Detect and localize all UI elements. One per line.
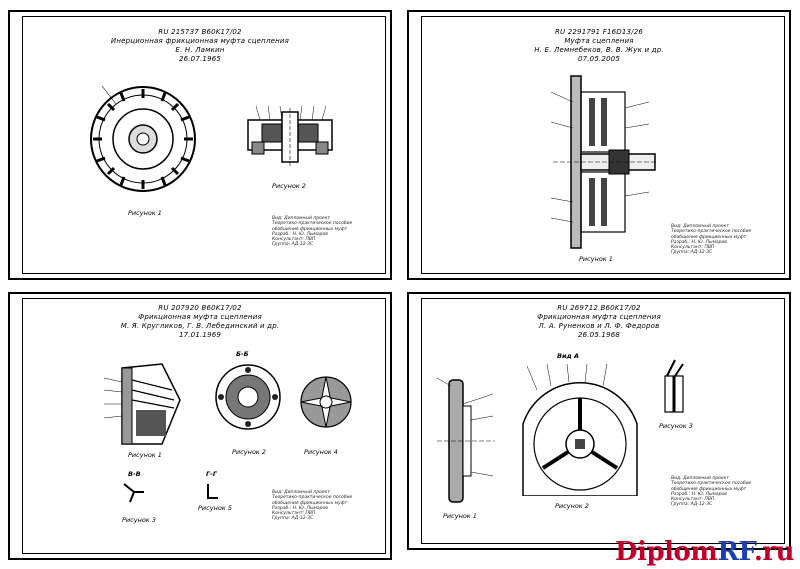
note-line: Группа: АД-12-ЗС — [671, 250, 713, 256]
section-label: Вид А — [557, 352, 580, 360]
figure-caption: Рисунок 5 — [198, 504, 232, 512]
figure-caption: Рисунок 1 — [128, 451, 162, 459]
sheet-header: RU 207920 B60K17/02 Фрикционная муфта сц… — [10, 304, 390, 340]
sheet-frame — [22, 298, 386, 554]
figure-caption: Рисунок 2 — [555, 502, 589, 510]
patent-number: RU 207920 B60K17/02 — [158, 304, 242, 312]
patent-authors: Л. А. Руненков и Л. Ф. Федоров — [538, 322, 660, 330]
sheet-frame — [22, 16, 386, 274]
patent-authors: Н. Е. Лемнебеков, В. В. Жук и др. — [534, 46, 664, 54]
clutch-disc-drawing — [215, 364, 281, 430]
watermark-part: Diplom — [615, 537, 718, 567]
note-line: Разраб.: Н. Ю. Лымаров — [272, 231, 328, 237]
sheet-1: RU 215737 B60K17/02 Инерционная фрикцион… — [8, 10, 392, 280]
clutch-section-drawing — [103, 363, 181, 445]
detail-drawing — [123, 483, 144, 503]
figure-caption: Рисунок 3 — [659, 422, 693, 430]
detail-drawing — [207, 484, 218, 499]
figure-caption: Рисунок 2 — [232, 448, 266, 456]
note-line: Вид: Дипломный проект — [671, 224, 729, 229]
clutch-front-view-drawing — [522, 364, 638, 496]
pressure-plate-drawing — [300, 376, 352, 428]
title-block-note: Вид: Дипломный проект Теоретико-практиче… — [671, 224, 776, 256]
figure-caption: Рисунок 1 — [443, 512, 477, 520]
figure-caption: Рисунок 3 — [122, 516, 156, 524]
patent-date: 07.05.2005 — [577, 55, 621, 63]
site-watermark: DiplomRF.ru — [615, 537, 794, 567]
title-block-note: Вид: Дипломный проект Теоретико-практиче… — [272, 490, 377, 522]
patent-title: Фрикционная муфта сцепления — [537, 313, 661, 321]
patent-authors: М. Я. Кругликов, Г. В. Лебединский и др. — [120, 322, 280, 330]
sheet-4: RU 269712 B60K17/02 Фрикционная муфта сц… — [407, 292, 791, 550]
patent-number: RU 215737 B60K17/02 — [158, 28, 242, 36]
figure-caption: Рисунок 4 — [304, 448, 338, 456]
patent-title: Фрикционная муфта сцепления — [138, 313, 262, 321]
watermark-part: RF — [717, 537, 754, 567]
patent-title: Муфта сцепления — [564, 37, 634, 45]
clutch-section-drawing — [247, 105, 333, 168]
figure-caption: Рисунок 1 — [128, 209, 162, 217]
note-line: Вид: Дипломный проект — [272, 216, 330, 221]
patent-date: 26.05.1968 — [577, 331, 621, 339]
sheet-frame — [421, 298, 785, 544]
note-line: Консультант: ПВП — [671, 497, 715, 503]
note-line: Теоретико-практическое пособие — [671, 481, 752, 487]
patent-date: 17.01.1969 — [178, 331, 222, 339]
note-line: Разраб.: Н. Ю. Лымаров — [671, 491, 727, 497]
sheet-frame — [421, 16, 785, 274]
sheet-3: RU 207920 B60K17/02 Фрикционная муфта сц… — [8, 292, 392, 560]
title-block-note: Вид: Дипломный проект Теоретико-практиче… — [671, 476, 776, 508]
note-line: Теоретико-практическое пособие — [272, 495, 353, 501]
clutch-side-view-drawing — [436, 377, 495, 503]
note-line: Группа: АД-12-ЗС — [272, 242, 314, 248]
sheet-header: RU 2291791 F16D13/26 Муфта сцепления Н. … — [409, 28, 789, 64]
note-line: Вид: Дипломный проект — [272, 490, 330, 495]
title-block-note: Вид: Дипломный проект Теоретико-практиче… — [272, 216, 377, 248]
note-line: Консультант: ПВП — [272, 237, 316, 243]
note-line: Вид: Дипломный проект — [671, 476, 729, 481]
clutch-assembly-drawing — [550, 75, 657, 249]
figure-caption: Рисунок 1 — [579, 255, 613, 263]
detail-drawing — [664, 359, 684, 413]
sheet-header: RU 215737 B60K17/02 Инерционная фрикцион… — [10, 28, 390, 64]
note-line: Консультант: ПВП — [671, 245, 715, 251]
note-line: Теоретико-практическое пособие — [272, 221, 353, 227]
note-line: обобщения фрикционных муфт — [272, 226, 348, 232]
section-label: Г-Г — [206, 470, 217, 478]
figure-caption: Рисунок 2 — [272, 182, 306, 190]
note-line: Теоретико-практическое пособие — [671, 229, 752, 235]
note-line: Разраб.: Н. Ю. Лымаров — [272, 505, 328, 511]
clutch-front-view-drawing — [90, 85, 196, 192]
patent-title: Инерционная фрикционная муфта сцепления — [110, 37, 290, 45]
sheet-2: RU 2291791 F16D13/26 Муфта сцепления Н. … — [407, 10, 791, 280]
section-label: В-В — [128, 470, 141, 478]
patent-number: RU 269712 B60K17/02 — [557, 304, 641, 312]
note-line: Группа: АД-12-ЗС — [272, 516, 314, 522]
patent-authors: Е. Н. Ламкин — [175, 46, 225, 54]
note-line: Консультант: ПВП — [272, 511, 316, 517]
watermark-part: .ru — [753, 537, 795, 567]
note-line: Группа: АД-12-ЗС — [671, 502, 713, 508]
patent-number: RU 2291791 F16D13/26 — [554, 28, 644, 36]
section-label: Б-Б — [236, 350, 249, 358]
note-line: Разраб.: Н. Ю. Лымаров — [671, 239, 727, 245]
note-line: обобщения фрикционных муфт — [671, 234, 747, 240]
note-line: обобщения фрикционных муфт — [671, 486, 747, 492]
patent-date: 26.07.1965 — [178, 55, 222, 63]
note-line: обобщения фрикционных муфт — [272, 500, 348, 506]
sheet-header: RU 269712 B60K17/02 Фрикционная муфта сц… — [409, 304, 789, 340]
